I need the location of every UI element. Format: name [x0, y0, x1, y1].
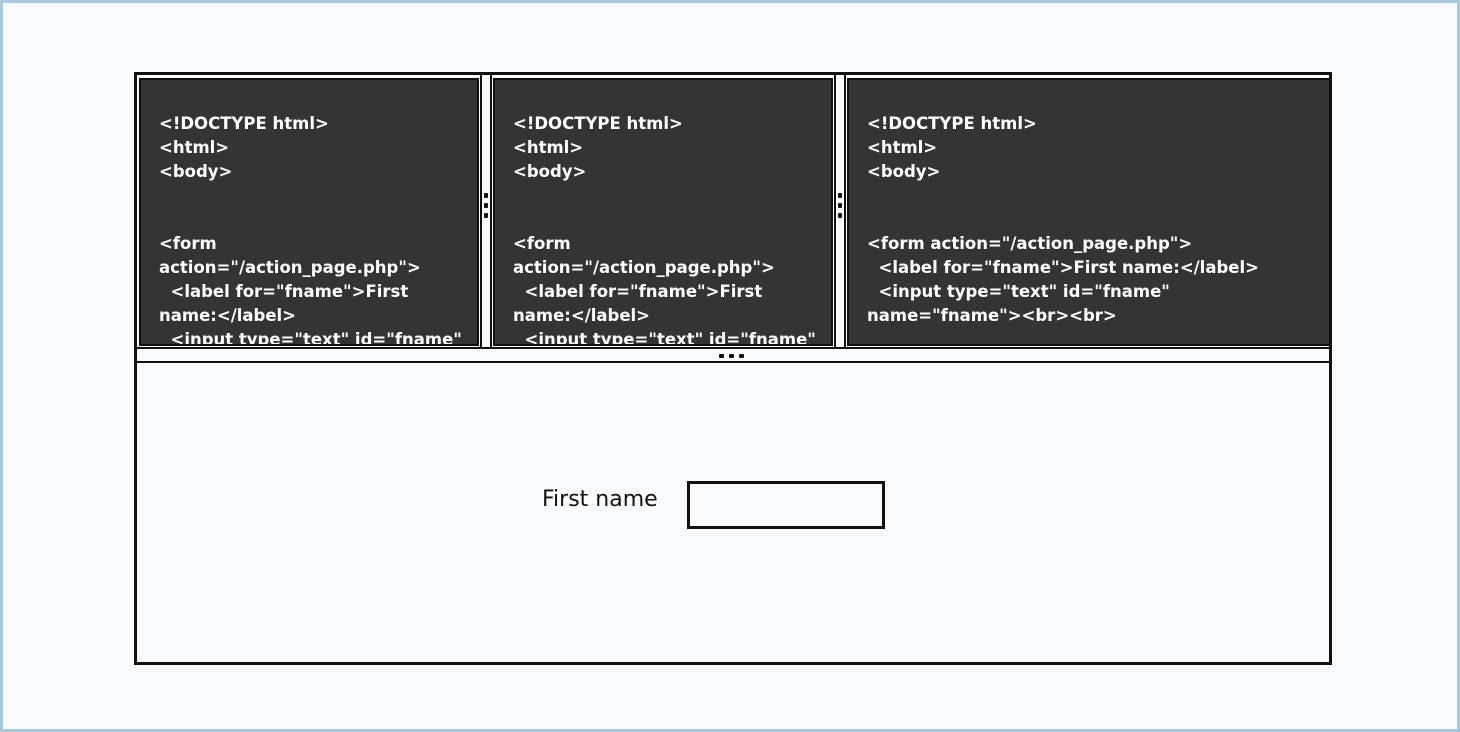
- horizontal-splitter[interactable]: [137, 347, 1329, 363]
- code-editor-3-content[interactable]: <!DOCTYPE html> <html> <body> <form acti…: [867, 114, 1259, 325]
- grip-handle-icon[interactable]: [719, 354, 744, 358]
- playground-frame: <!DOCTYPE html> <html> <body> <form acti…: [134, 72, 1332, 665]
- code-editor-pane-1[interactable]: <!DOCTYPE html> <html> <body> <form acti…: [139, 78, 479, 346]
- first-name-input[interactable]: [687, 481, 885, 529]
- code-editor-1-content[interactable]: <!DOCTYPE html> <html> <body> <form acti…: [159, 114, 462, 346]
- vertical-splitter-1[interactable]: [480, 75, 492, 347]
- first-name-label: First name: [542, 487, 658, 512]
- code-editor-2-content[interactable]: <!DOCTYPE html> <html> <body> <form acti…: [513, 114, 816, 346]
- vertical-splitter-2[interactable]: [834, 75, 846, 347]
- code-editor-pane-3[interactable]: <!DOCTYPE html> <html> <body> <form acti…: [847, 78, 1329, 346]
- code-editor-pane-2[interactable]: <!DOCTYPE html> <html> <body> <form acti…: [493, 78, 833, 346]
- grip-handle-icon[interactable]: [484, 193, 488, 218]
- preview-area: First name: [137, 363, 1329, 662]
- grip-handle-icon[interactable]: [838, 193, 842, 218]
